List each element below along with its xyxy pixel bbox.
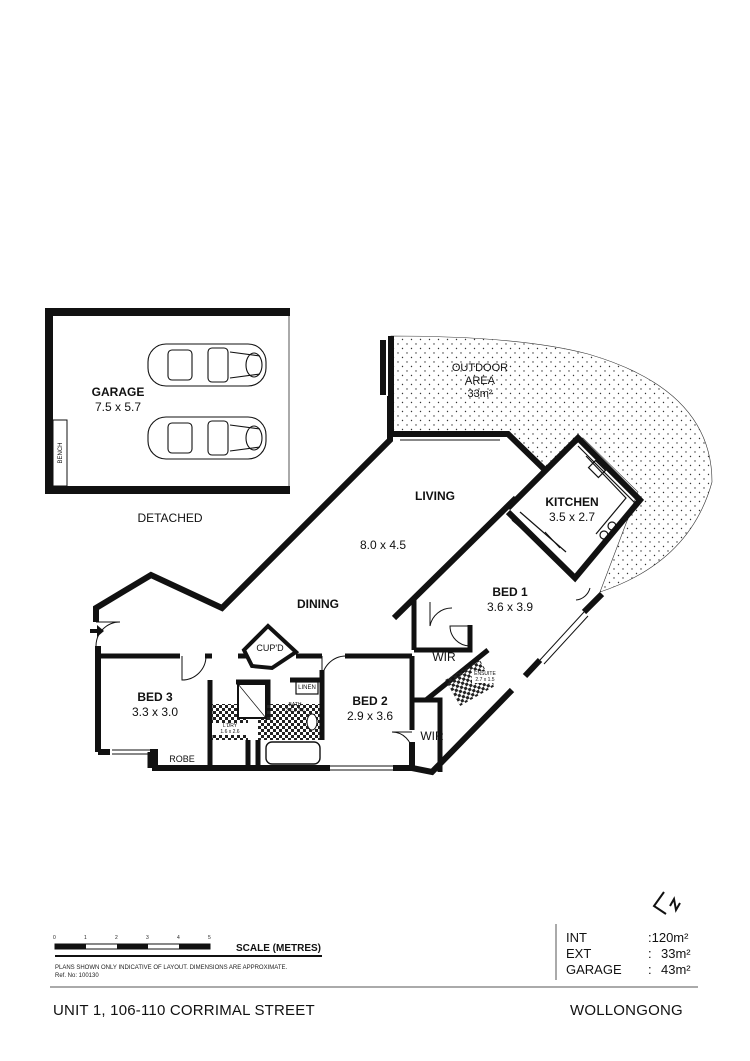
inner-walls bbox=[98, 600, 490, 772]
scale-tick-4: 4 bbox=[177, 935, 180, 941]
sliding-door bbox=[400, 435, 500, 441]
room-area-outdoor: 33m² bbox=[467, 388, 493, 400]
scale-bar bbox=[54, 943, 322, 957]
address: UNIT 1, 106-110 CORRIMAL STREET bbox=[53, 1002, 315, 1019]
north-arrow-icon bbox=[652, 891, 681, 915]
room-name-living: LIVING bbox=[414, 489, 455, 503]
bench-label: BENCH bbox=[58, 442, 64, 464]
garage-structure bbox=[45, 308, 290, 494]
room-name-ensuite: ENSUITE bbox=[472, 671, 498, 677]
room-name-bed2: BED 2 bbox=[352, 694, 388, 708]
ext-sep: : bbox=[648, 946, 652, 961]
room-name-linen: LINEN bbox=[298, 685, 316, 691]
cupboard bbox=[241, 623, 300, 671]
room-dims-bed3: 3.3 x 3.0 bbox=[131, 705, 179, 719]
room-dims-bed1: 3.6 x 3.9 bbox=[486, 600, 534, 614]
detached-label: DETACHED bbox=[137, 511, 203, 525]
int-label: INT bbox=[566, 930, 587, 945]
kitchen-bench bbox=[511, 445, 637, 567]
room-dims-ldry: 1.6 x 2.6 bbox=[212, 729, 248, 735]
room-name-robe: ROBE bbox=[169, 754, 195, 764]
room-dims-ensuite: 2.7 x 1.5 bbox=[472, 677, 498, 683]
room-dims-living: 8.0 x 4.5 bbox=[359, 538, 407, 552]
disclaimer: PLANS SHOWN ONLY INDICATIVE OF LAYOUT. D… bbox=[55, 965, 288, 971]
garage-label: GARAGE bbox=[566, 962, 622, 977]
scale-tick-5: 5 bbox=[208, 935, 211, 941]
scale-tick-1: 1 bbox=[84, 935, 87, 941]
linen-cupboard bbox=[295, 681, 319, 695]
room-name-bath: BATH bbox=[288, 702, 302, 708]
suburb: WOLLONGONG bbox=[570, 1002, 683, 1019]
ensuite-tiles bbox=[445, 660, 495, 706]
room-name-outdoor-2: AREA bbox=[465, 375, 495, 387]
scale-tick-0: 0 bbox=[53, 935, 56, 941]
reference-number: Ref. No: 100130 bbox=[55, 973, 99, 979]
room-dims-bed2: 2.9 x 3.6 bbox=[346, 709, 394, 723]
garage-value: 43m² bbox=[661, 962, 691, 977]
scale-label: SCALE (METRES) bbox=[236, 943, 321, 954]
room-name-bed1: BED 1 bbox=[492, 585, 528, 599]
room-dims-garage: 7.5 x 5.7 bbox=[94, 400, 142, 414]
bathtub bbox=[265, 741, 321, 765]
garage-sep: : bbox=[648, 962, 652, 977]
room-name-outdoor-1: OUTDOOR bbox=[451, 362, 509, 374]
car-icon bbox=[147, 343, 267, 387]
room-name-ldry: L'DRY bbox=[212, 723, 248, 729]
room-dims-bath: 2.0 x 2.6 bbox=[285, 708, 305, 714]
door-swings bbox=[95, 531, 591, 753]
scale-tick-3: 3 bbox=[146, 935, 149, 941]
room-name-wir-2: WIR bbox=[420, 729, 444, 743]
car-icon bbox=[147, 416, 267, 460]
entry-arrow-icon bbox=[90, 625, 104, 637]
ext-value: 33m² bbox=[661, 946, 691, 961]
room-name-kitchen: KITCHEN bbox=[545, 495, 599, 509]
room-name-wir-1: WIR bbox=[432, 650, 456, 664]
int-value: :120m² bbox=[648, 930, 689, 945]
room-name-cupd: CUP'D bbox=[256, 643, 284, 653]
windows bbox=[112, 611, 589, 771]
scale-tick-2: 2 bbox=[115, 935, 118, 941]
toilet bbox=[306, 713, 318, 731]
room-name-dining: DINING bbox=[297, 597, 339, 611]
room-dims-kitchen: 3.5 x 2.7 bbox=[548, 510, 596, 524]
room-name-garage: GARAGE bbox=[91, 385, 145, 399]
ext-label: EXT bbox=[566, 946, 592, 961]
room-name-bed3: BED 3 bbox=[137, 690, 173, 704]
